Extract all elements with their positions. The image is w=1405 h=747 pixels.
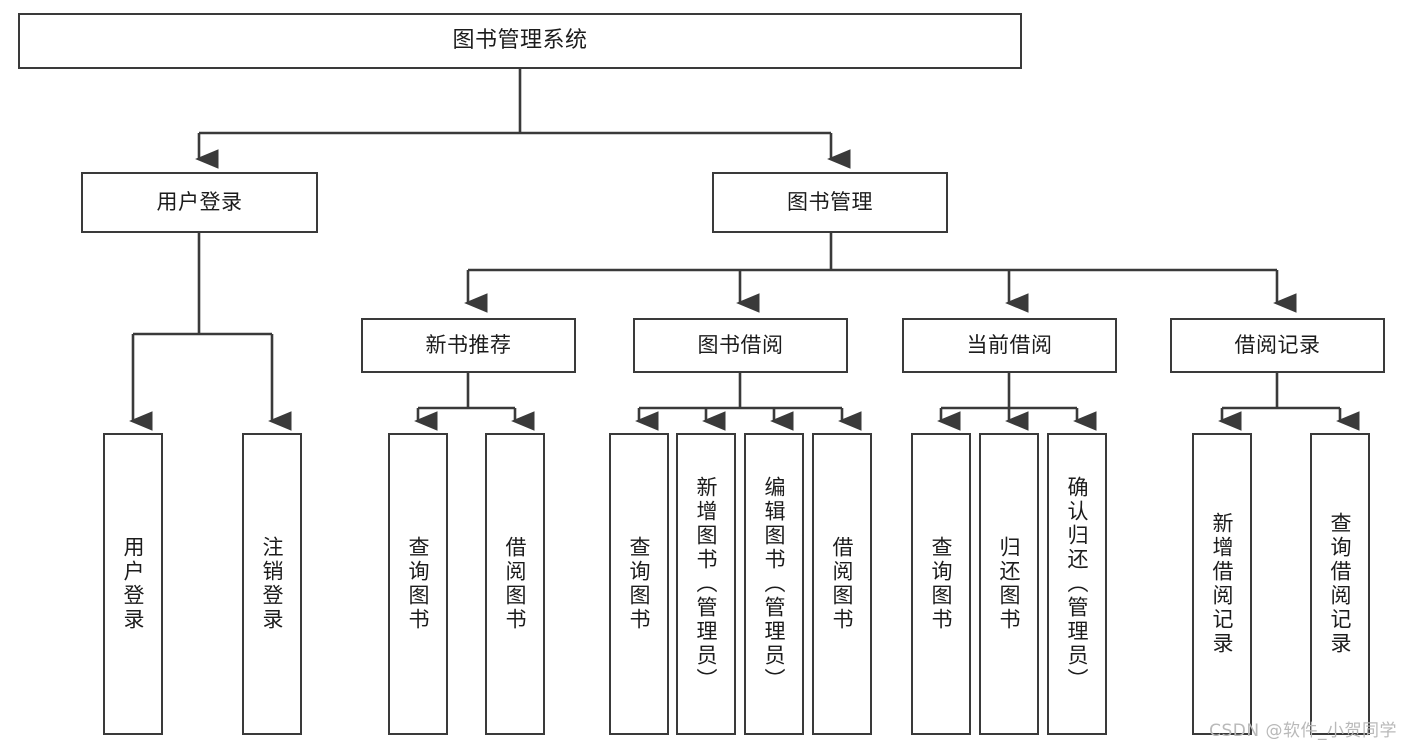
node-book-management[interactable]: 图书管理 — [712, 172, 948, 233]
node-label: 新书推荐 — [425, 333, 512, 358]
node-label: 用户登录 — [121, 536, 146, 632]
node-label: 用户登录 — [156, 190, 243, 215]
leaf-record-query-borrow-record[interactable]: 查询借阅记录 — [1310, 433, 1370, 735]
node-label: 当前借阅 — [966, 333, 1053, 358]
node-borrow-record[interactable]: 借阅记录 — [1170, 318, 1385, 373]
leaf-current-return-book[interactable]: 归还图书 — [979, 433, 1039, 735]
leaf-user-login-signin[interactable]: 用户登录 — [103, 433, 163, 735]
node-label: 查询图书 — [406, 536, 431, 632]
node-label: 查询借阅记录 — [1328, 512, 1353, 656]
leaf-record-add-borrow-record[interactable]: 新增借阅记录 — [1192, 433, 1252, 735]
node-root-system[interactable]: 图书管理系统 — [18, 13, 1022, 69]
node-current-borrow[interactable]: 当前借阅 — [902, 318, 1117, 373]
node-user-login[interactable]: 用户登录 — [81, 172, 318, 233]
node-label: 借阅图书 — [503, 536, 528, 632]
leaf-borrow-edit-book-admin[interactable]: 编辑图书（管理员） — [744, 433, 804, 735]
leaf-user-login-signout[interactable]: 注销登录 — [242, 433, 302, 735]
watermark-text: CSDN @软件_小贺同学 — [1209, 721, 1397, 741]
leaf-current-confirm-return-admin[interactable]: 确认归还（管理员） — [1047, 433, 1107, 735]
node-label: 借阅图书 — [830, 536, 855, 632]
node-label: 归还图书 — [997, 536, 1022, 632]
leaf-borrow-borrow-book[interactable]: 借阅图书 — [812, 433, 872, 735]
node-label: 图书借阅 — [697, 333, 784, 358]
node-label: 查询图书 — [929, 536, 954, 632]
leaf-current-query-book[interactable]: 查询图书 — [911, 433, 971, 735]
node-label: 新增图书（管理员） — [694, 476, 719, 692]
node-book-borrow[interactable]: 图书借阅 — [633, 318, 848, 373]
node-label: 图书管理 — [787, 190, 873, 215]
leaf-new-book-query[interactable]: 查询图书 — [388, 433, 448, 735]
node-label: 借阅记录 — [1234, 333, 1321, 358]
node-label: 新增借阅记录 — [1210, 512, 1235, 656]
leaf-borrow-query-book[interactable]: 查询图书 — [609, 433, 669, 735]
node-new-book-recommend[interactable]: 新书推荐 — [361, 318, 576, 373]
node-label: 编辑图书（管理员） — [762, 476, 787, 692]
leaf-new-book-borrow[interactable]: 借阅图书 — [485, 433, 545, 735]
leaf-borrow-add-book-admin[interactable]: 新增图书（管理员） — [676, 433, 736, 735]
node-label: 查询图书 — [627, 536, 652, 632]
node-label: 确认归还（管理员） — [1065, 476, 1090, 692]
node-label: 注销登录 — [260, 536, 285, 632]
node-label: 图书管理系统 — [452, 28, 588, 54]
